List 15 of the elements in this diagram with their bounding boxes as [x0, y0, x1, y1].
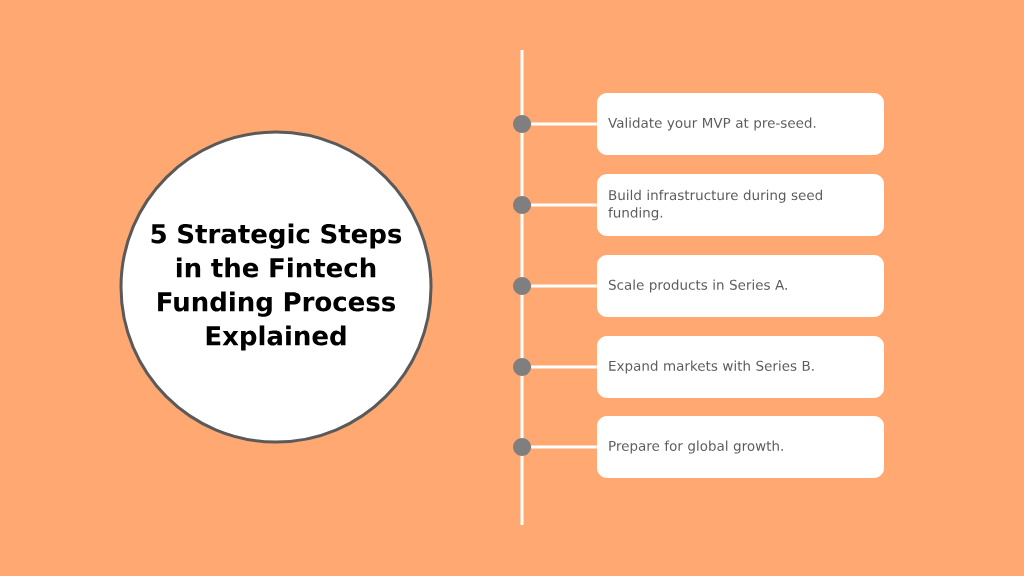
timeline-dot [513, 196, 531, 214]
connector-line [531, 445, 597, 449]
step-box: Build infrastructure during seed funding. [597, 174, 884, 236]
step-box: Expand markets with Series B. [597, 336, 884, 398]
connector-line [531, 122, 597, 126]
timeline-dot [513, 438, 531, 456]
timeline-dot [513, 115, 531, 133]
connector-line [531, 203, 597, 207]
step-box: Prepare for global growth. [597, 416, 884, 478]
step-box: Validate your MVP at pre-seed. [597, 93, 884, 155]
connector-line [531, 365, 597, 369]
step-box: Scale products in Series A. [597, 255, 884, 317]
connector-line [531, 284, 597, 288]
timeline-dot [513, 358, 531, 376]
timeline-dot [513, 277, 531, 295]
